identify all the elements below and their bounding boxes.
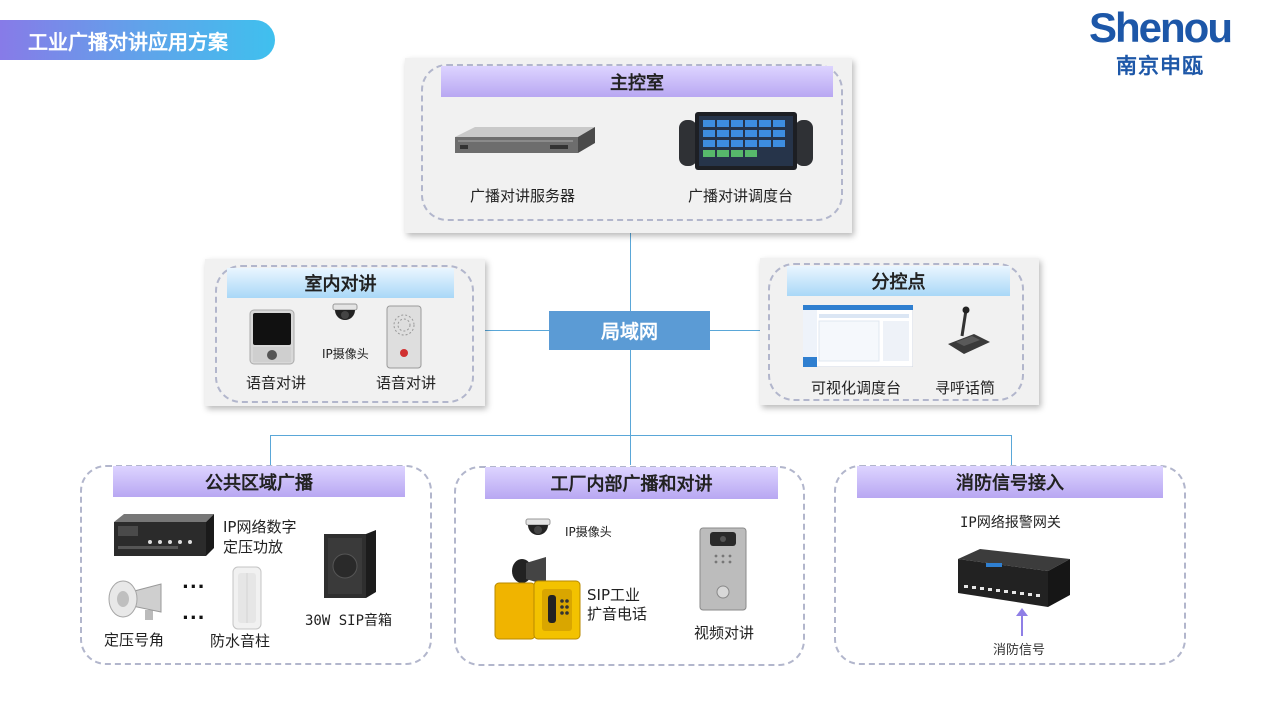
dispatch-label: 可视化调度台 — [811, 379, 902, 397]
horn-label: 定压号角 — [104, 631, 165, 649]
connector-lan-branch — [710, 330, 760, 331]
indoor-border — [215, 265, 474, 403]
connector-indoor-lan — [485, 330, 549, 331]
network-amplifier-icon — [114, 514, 214, 556]
factory-header: 工厂内部广播和对讲 — [485, 467, 778, 499]
logo-cn: 南京申瓯 — [1116, 54, 1204, 78]
paging-label: 寻呼话筒 — [935, 379, 996, 397]
intercom1-label: 语音对讲 — [246, 374, 307, 392]
dispatch-console-icon — [679, 112, 813, 170]
fire-signal-label: 消防信号 — [993, 643, 1046, 658]
intercom2-label: 语音对讲 — [376, 374, 437, 392]
public-header: 公共区域广播 — [113, 466, 405, 497]
dome-camera-icon — [332, 303, 358, 320]
connector-lan-bus — [630, 350, 631, 465]
paging-microphone-icon — [948, 306, 990, 354]
console-label: 广播对讲调度台 — [688, 187, 794, 205]
logo-en: Shenou — [1089, 4, 1233, 51]
connector-bus-horizontal — [270, 435, 1012, 436]
sip-speaker-box-icon — [324, 530, 376, 598]
amplifier-label-2: 定压功放 — [223, 538, 284, 556]
video-intercom-label: 视频对讲 — [694, 624, 755, 642]
alarm-gateway-icon — [958, 549, 1070, 607]
horn-speaker-icon — [108, 580, 162, 620]
amplifier-label-1: IP网络数字 — [223, 518, 297, 536]
industrial-phone-label-2: 扩音电话 — [587, 605, 648, 623]
visual-dispatch-screen-icon — [803, 305, 913, 367]
branch-header: 分控点 — [787, 266, 1010, 296]
ellipsis-top: ... — [182, 572, 206, 593]
ellipsis-bottom: ... — [182, 603, 206, 624]
waterproof-column-speaker-icon — [232, 566, 262, 630]
page-title: 工业广播对讲应用方案 — [0, 20, 275, 60]
column-label: 防水音柱 — [210, 632, 271, 650]
fire-header: 消防信号接入 — [857, 466, 1163, 498]
lan-node: 局域网 — [549, 311, 710, 350]
connector-main-lan — [630, 232, 631, 311]
up-arrow-icon — [1016, 608, 1028, 636]
factory-dome-camera-icon — [525, 518, 551, 535]
indoor-camera-label: IP摄像头 — [322, 347, 369, 361]
main-room-border — [421, 64, 843, 221]
sip-speaker-label: 30W SIP音箱 — [305, 613, 393, 629]
industrial-phone-label-1: SIP工业 — [587, 586, 640, 604]
main-room-header: 主控室 — [441, 66, 833, 97]
intercom-panel-icon — [249, 309, 295, 365]
server-label: 广播对讲服务器 — [470, 187, 576, 205]
connector-bus-fire — [1011, 435, 1012, 465]
emergency-intercom-icon — [386, 305, 422, 369]
industrial-phone-icon — [494, 557, 581, 640]
factory-camera-label: IP摄像头 — [565, 525, 612, 539]
indoor-header: 室内对讲 — [227, 268, 454, 298]
alarm-gateway-label: IP网络报警网关 — [960, 515, 1061, 531]
branch-border — [768, 263, 1024, 401]
connector-bus-public — [270, 435, 271, 465]
server-rack-icon — [455, 127, 595, 153]
video-intercom-icon — [699, 527, 747, 611]
